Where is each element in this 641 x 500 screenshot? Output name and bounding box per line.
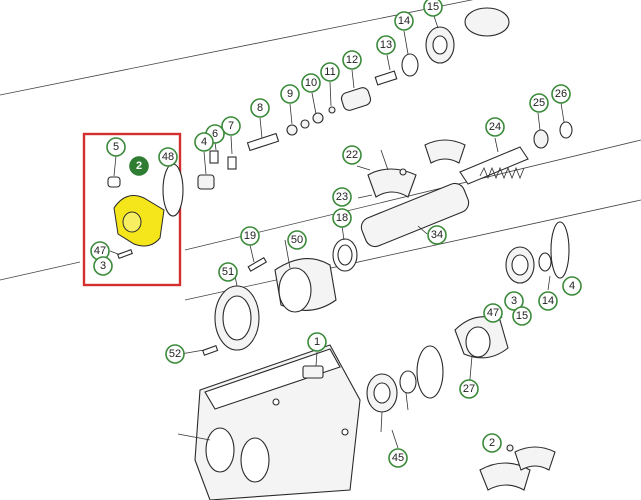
callout-selected-part[interactable]: 2: [129, 156, 149, 176]
callout-label[interactable]: 47: [483, 303, 503, 323]
callout-label[interactable]: 15: [512, 306, 532, 326]
bottom-right-parts: [479, 444, 556, 491]
callout-number: 23: [336, 191, 348, 203]
highlight-box: [82, 132, 184, 287]
callout-number: 34: [431, 229, 443, 241]
callout-number: 4: [201, 136, 207, 148]
callout-number: 47: [94, 245, 106, 257]
callout-number: 18: [336, 212, 348, 224]
callout-label[interactable]: 1: [307, 332, 327, 352]
callout-number: 27: [463, 383, 475, 395]
callout-number: 13: [380, 39, 392, 51]
callout-label[interactable]: 2: [482, 433, 502, 453]
callout-number: 9: [287, 88, 293, 100]
callout-label[interactable]: 25: [529, 93, 549, 113]
callout-number: 7: [228, 120, 234, 132]
callout-label[interactable]: 10: [301, 73, 321, 93]
callout-label[interactable]: 19: [240, 226, 260, 246]
callout-label[interactable]: 11: [320, 62, 340, 82]
callout-label[interactable]: 27: [459, 379, 479, 399]
callout-number: 11: [324, 66, 335, 78]
callout-label[interactable]: 4: [562, 276, 582, 296]
callout-label[interactable]: 22: [342, 145, 362, 165]
gear-housing: [194, 344, 361, 500]
callout-label[interactable]: 12: [342, 50, 362, 70]
callout-label[interactable]: 3: [93, 256, 113, 276]
callout-label[interactable]: 26: [551, 84, 571, 104]
middle-parts: [332, 121, 573, 272]
callout-label[interactable]: 50: [287, 230, 307, 250]
callout-number: 12: [346, 54, 358, 66]
callout-number: 1: [314, 336, 320, 348]
callout-number: 6: [212, 128, 218, 140]
callout-label[interactable]: 52: [165, 344, 185, 364]
callout-number: 15: [516, 310, 528, 322]
callout-label[interactable]: 4: [194, 132, 214, 152]
leader-lines: [109, 15, 565, 449]
frame-lines: [0, 0, 641, 301]
callout-label[interactable]: 8: [250, 98, 270, 118]
callout-number: 14: [542, 295, 554, 307]
callout-label[interactable]: 47: [90, 241, 110, 261]
callout-number: 4: [569, 280, 575, 292]
callout-label[interactable]: 5: [106, 137, 126, 157]
callout-label[interactable]: 14: [394, 11, 414, 31]
callout-label[interactable]: 24: [485, 117, 505, 137]
callout-number: 45: [392, 452, 404, 464]
callout-number: 25: [533, 97, 545, 109]
callout-label[interactable]: 23: [332, 187, 352, 207]
callout-number: 10: [305, 77, 317, 89]
callout-label[interactable]: 14: [538, 291, 558, 311]
callout-label[interactable]: 48: [158, 147, 178, 167]
callout-number: 19: [244, 230, 256, 242]
callout-label[interactable]: 13: [376, 35, 396, 55]
callout-number: 26: [555, 88, 567, 100]
callout-number: 51: [222, 266, 234, 278]
callout-number: 48: [162, 151, 174, 163]
callout-number: 2: [136, 160, 142, 172]
callout-number: 3: [100, 260, 106, 272]
callout-number: 50: [291, 234, 303, 246]
callout-label[interactable]: 34: [427, 225, 447, 245]
callout-number: 2: [489, 437, 495, 449]
callout-number: 22: [346, 149, 358, 161]
callout-number: 3: [511, 295, 517, 307]
callout-label[interactable]: 51: [218, 262, 238, 282]
callout-label[interactable]: 18: [332, 208, 352, 228]
callout-number: 5: [113, 141, 119, 153]
callout-label[interactable]: 3: [504, 291, 524, 311]
callout-number: 47: [487, 307, 499, 319]
callout-number: 52: [169, 348, 181, 360]
callout-number: 15: [427, 1, 439, 13]
callout-number: 14: [398, 15, 410, 27]
callout-number: 8: [257, 102, 263, 114]
callout-label[interactable]: 45: [388, 448, 408, 468]
callout-label[interactable]: 15: [423, 0, 443, 17]
gear-and-collar: [202, 257, 337, 356]
right-bearings: [366, 221, 570, 413]
callout-number: 24: [489, 121, 501, 133]
callout-label[interactable]: 9: [280, 84, 300, 104]
shaft-assembly: [197, 7, 510, 190]
callout-label[interactable]: 7: [221, 116, 241, 136]
